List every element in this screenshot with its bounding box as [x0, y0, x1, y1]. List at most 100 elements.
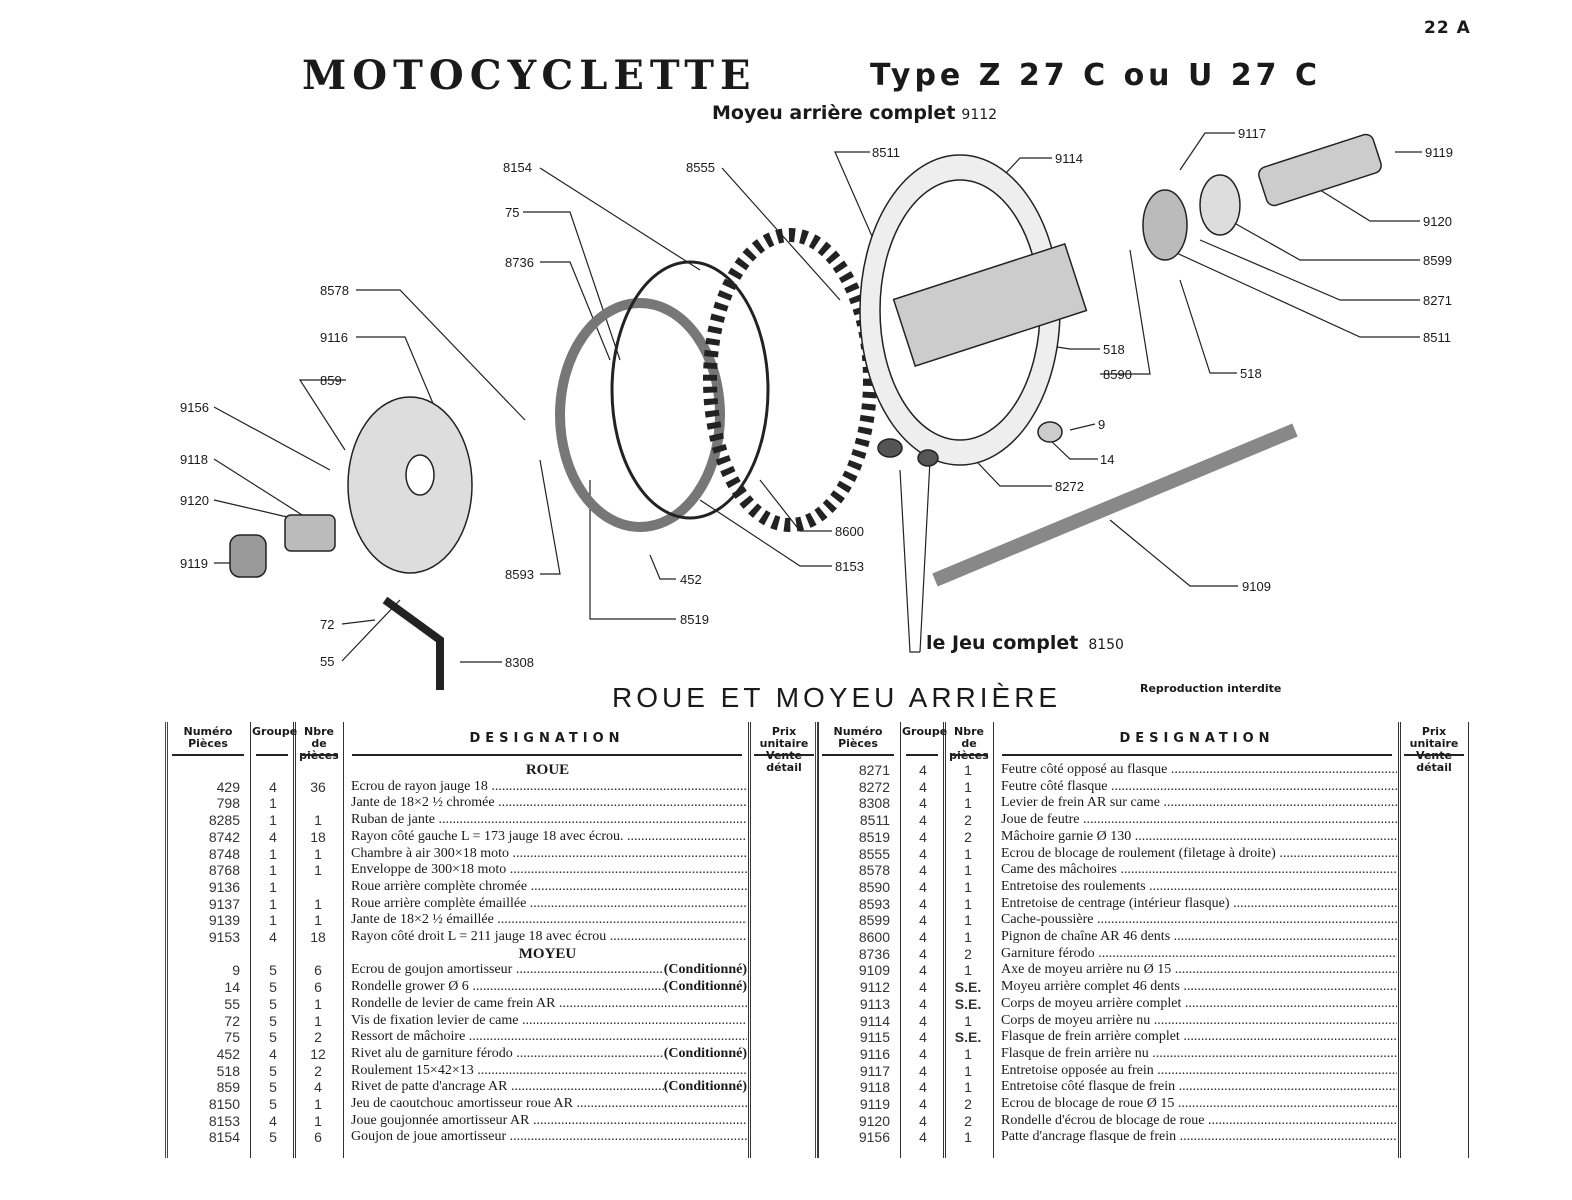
callout-label: 9114	[1055, 151, 1083, 166]
group: 4	[919, 995, 927, 1012]
header-underline	[300, 754, 338, 756]
dot-leader: ........................................…	[1179, 1129, 1397, 1145]
dot-leader: ........................................…	[1174, 962, 1397, 978]
quantity: 1	[964, 778, 972, 795]
designation-text: Joue de feutre	[1001, 812, 1080, 828]
quantity: 12	[310, 1045, 326, 1062]
callout-label: 8511	[1423, 330, 1451, 345]
group: 5	[269, 995, 277, 1012]
dot-leader: ........................................…	[498, 795, 747, 811]
quantity	[295, 795, 341, 812]
designation: Rayon côté gauche L = 173 jauge 18 avec …	[351, 829, 747, 846]
dot-leader: ........................................…	[509, 862, 747, 878]
designation: Ecrou de rayon jauge 18 ................…	[351, 779, 747, 796]
designation-text: Rivet alu de garniture férodo	[351, 1045, 513, 1061]
quantity: 1	[964, 929, 972, 945]
designation: Feutre côté flasque ....................…	[1001, 779, 1397, 796]
group: 1	[269, 845, 277, 862]
header-underline	[906, 754, 938, 756]
part-number: 8748	[208, 845, 240, 862]
callout-label: 8578	[320, 283, 349, 298]
group: 4	[919, 1029, 927, 1046]
designation: Roue arrière complète émaillée .........…	[351, 896, 747, 913]
brake-shoes-shape	[555, 298, 725, 532]
dot-leader: ........................................…	[1279, 845, 1397, 861]
designation: Flasque de frein arrière nu ............…	[1001, 1046, 1397, 1063]
callout-label: 8600	[835, 524, 864, 539]
quantity: 6	[314, 1129, 322, 1146]
callout-label: 9119	[1425, 145, 1453, 160]
designation-text: Garniture férodo	[1001, 945, 1095, 961]
designation-text: Joue goujonnée amortisseur AR	[351, 1112, 530, 1128]
callout-label: 8272	[1055, 479, 1084, 494]
group: 1	[269, 862, 277, 879]
quantity: 1	[964, 1012, 972, 1029]
designation: Jante de 18×2 ½ chromée ................…	[351, 795, 747, 812]
part-number: 75	[224, 1029, 240, 1046]
designation: Mâchoire garnie Ø 130 ..................…	[1001, 829, 1397, 846]
group: 4	[919, 929, 927, 945]
designation-text: Entretoise de centrage (intérieur flasqu…	[1001, 895, 1230, 911]
dot-leader: ........................................…	[1134, 828, 1397, 844]
designation-text: Rondelle d'écrou de blocage de roue	[1001, 1112, 1205, 1128]
designation-text: Chambre à air 300×18 moto	[351, 845, 509, 861]
dot-leader: ........................................…	[1184, 995, 1397, 1011]
part-number: 9109	[858, 962, 890, 979]
dot-leader: ........................................…	[1153, 1012, 1397, 1028]
model-type: Type Z 27 C ou U 27 C	[870, 58, 1322, 93]
section-heading: ROUE	[525, 762, 570, 778]
header-designation: DESIGNATION	[469, 731, 625, 746]
part-number: 8511	[859, 812, 890, 829]
designation-text: Rayon côté droit L = 211 jauge 18 avec é…	[351, 929, 607, 944]
packaging-note: (Conditionné)	[663, 1079, 747, 1095]
group: 4	[919, 1096, 927, 1112]
group: 5	[269, 1129, 277, 1146]
group: 5	[269, 979, 277, 996]
designation: Entretoise opposée au frein ............…	[1001, 1063, 1397, 1080]
column-divider	[900, 722, 901, 1158]
designation-text: Levier de frein AR sur came	[1001, 795, 1160, 811]
part-number: 859	[216, 1079, 240, 1096]
quantity: 6	[314, 962, 322, 979]
group: 4	[919, 1129, 927, 1146]
group: 4	[269, 778, 277, 795]
group: 4	[269, 1045, 277, 1062]
designation: Roue arrière complète chromée ..........…	[351, 879, 747, 896]
callout-label: 8555	[686, 160, 715, 175]
wheel-nut-shape	[229, 534, 267, 578]
part-number: 798	[216, 795, 240, 812]
part-number: 8736	[858, 945, 890, 962]
designation-text: Ecrou de rayon jauge 18	[351, 778, 488, 794]
part-number: 14	[224, 979, 240, 996]
group: 4	[919, 795, 927, 812]
designation: Came des mâchoires .....................…	[1001, 862, 1397, 879]
dot-leader: ........................................…	[468, 1029, 747, 1045]
designation: Corps de moyeu arrière nu ..............…	[1001, 1013, 1397, 1030]
designation: Ecrou de blocage de roulement (filetage …	[1001, 846, 1397, 863]
dot-leader: ........................................…	[477, 1062, 747, 1078]
quantity: 2	[964, 945, 972, 962]
dot-leader: ........................................…	[1208, 1112, 1397, 1128]
designation-text: Cache-poussière	[1001, 912, 1094, 928]
designation: Joue goujonnée amortisseur AR ..........…	[351, 1113, 747, 1130]
page-title: MOTOCYCLETTE	[302, 52, 757, 99]
designation-text: Flasque de frein arrière nu	[1001, 1045, 1149, 1061]
group: 4	[919, 878, 927, 895]
designation: Chambre à air 300×18 moto ..............…	[351, 846, 747, 863]
quantity: 2	[314, 1029, 322, 1046]
callout-label: 8599	[1423, 253, 1452, 268]
designation-text: Moyeu arrière complet 46 dents	[1001, 979, 1180, 995]
part-number: 518	[216, 1062, 240, 1079]
designation: Entretoise de centrage (intérieur flasqu…	[1001, 896, 1397, 913]
dot-leader: ........................................…	[530, 878, 747, 894]
callout-label: 8736	[505, 255, 534, 270]
